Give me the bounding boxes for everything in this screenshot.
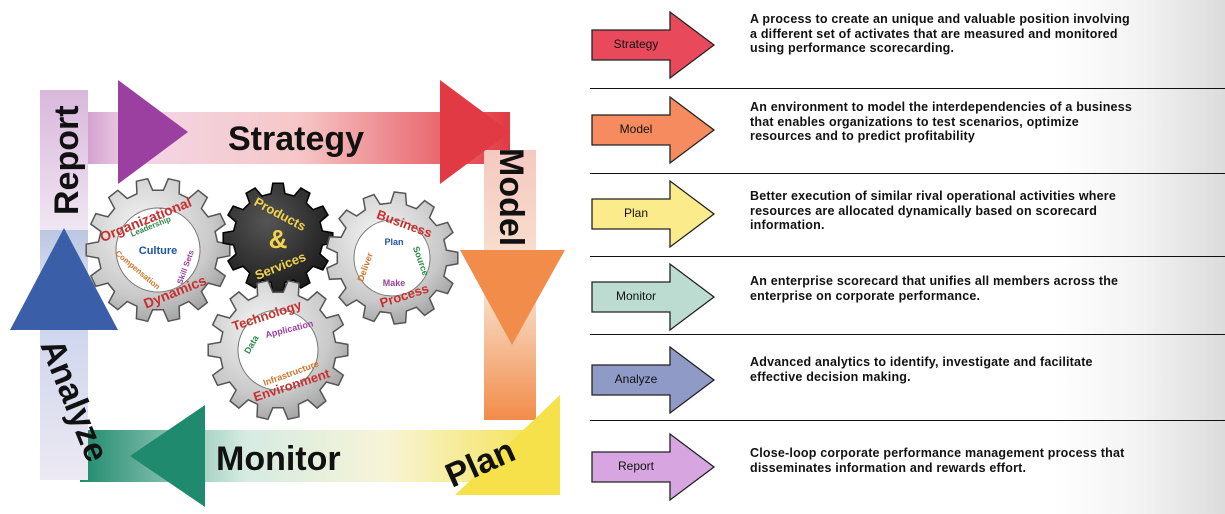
legend-row-plan: Plan Better execution of similar rival o… <box>590 179 1225 249</box>
description-line: that enables organizations to test scena… <box>750 114 1079 129</box>
monitor-arrow-label: Monitor <box>615 289 656 303</box>
description-line: Better execution of similar rival operat… <box>750 189 1116 203</box>
description-line: An environment to model the interdepende… <box>750 100 1133 114</box>
description-line: resources and to predict profitability <box>750 129 976 143</box>
legend-row-monitor: Monitor An enterprise scorecard that uni… <box>590 262 1225 332</box>
analyze-arrowhead <box>10 228 118 330</box>
divider <box>590 334 1225 335</box>
analyze-description: Advanced analytics to identify, investig… <box>750 355 1220 384</box>
analyze-arrow-label: Analyze <box>614 372 658 386</box>
plan-arrow-icon <box>591 179 716 249</box>
products-services-gear: Products & Services <box>222 182 334 294</box>
business-process-gear: Business Process Plan Source Make Delive… <box>325 191 459 325</box>
description-line: An enterprise scorecard that unifies all… <box>750 274 1119 288</box>
divider <box>590 173 1225 174</box>
model-description: An environment to model the interdepende… <box>750 100 1220 144</box>
description-line: resources are allocated dynamically base… <box>750 203 1098 218</box>
description-line: Advanced analytics to identify, investig… <box>750 355 1093 369</box>
legend-row-model: Model An environment to model the interd… <box>590 95 1225 165</box>
plan-arrow-label: Plan <box>623 206 649 220</box>
strategy-description: A process to create an unique and valuab… <box>750 12 1220 56</box>
monitor-label: Monitor <box>216 440 341 478</box>
analyze-arrow-icon <box>591 345 716 415</box>
report-arrowhead <box>118 80 188 184</box>
report-arrow-icon <box>591 432 716 502</box>
monitor-arrow-icon <box>591 262 716 332</box>
legend-row-analyze: Analyze Advanced analytics to identify, … <box>590 345 1225 415</box>
strategy-arrow-label: Strategy <box>613 37 659 51</box>
report-band <box>40 90 88 230</box>
divider <box>590 256 1225 257</box>
report-arrow-label: Report <box>617 459 655 473</box>
model-label: Model <box>492 148 530 246</box>
model-arrow-label: Model <box>619 122 653 136</box>
description-line: disseminates information and rewards eff… <box>750 460 1027 475</box>
monitor-arrowhead <box>130 405 205 507</box>
description-line: A process to create an unique and valuab… <box>750 12 1130 26</box>
description-line: information. <box>750 218 825 232</box>
business-item-make: Make <box>383 278 406 288</box>
divider <box>590 420 1225 421</box>
description-line: effective decision making. <box>750 369 911 384</box>
technology-environment-gear: Technology Environment Data Application … <box>207 279 349 421</box>
analyze-band <box>40 330 88 480</box>
plan-arrowhead <box>455 395 560 495</box>
business-item-plan: Plan <box>384 237 403 247</box>
ampersand-label: & <box>269 224 288 254</box>
org-center: Culture <box>139 245 178 257</box>
performance-cycle-diagram: Strategy Report Model Monitor Plan Analy… <box>10 80 565 507</box>
monitor-description: An enterprise scorecard that unifies all… <box>750 274 1220 303</box>
strategy-label: Strategy <box>228 120 364 158</box>
plan-description: Better execution of similar rival operat… <box>750 189 1220 233</box>
description-line: Close-loop corporate performance managem… <box>750 446 1125 460</box>
legend-row-strategy: Strategy A process to create an unique a… <box>590 10 1225 80</box>
report-description: Close-loop corporate performance managem… <box>750 446 1220 475</box>
strategy-arrow-icon <box>591 10 716 80</box>
strategy-arrowhead <box>440 80 510 184</box>
model-arrow-icon <box>591 95 716 165</box>
description-line: a different set of activates that are me… <box>750 26 1118 41</box>
divider <box>590 88 1225 89</box>
description-line: enterprise on corporate performance. <box>750 288 981 303</box>
report-label: Report <box>48 105 86 215</box>
legend-row-report: Report Close-loop corporate performance … <box>590 432 1225 502</box>
organizational-dynamics-gear: Organizational Dynamics Culture Leadersh… <box>85 177 231 323</box>
model-arrowhead <box>460 250 565 345</box>
description-line: using performance scorecarding. <box>750 41 955 55</box>
